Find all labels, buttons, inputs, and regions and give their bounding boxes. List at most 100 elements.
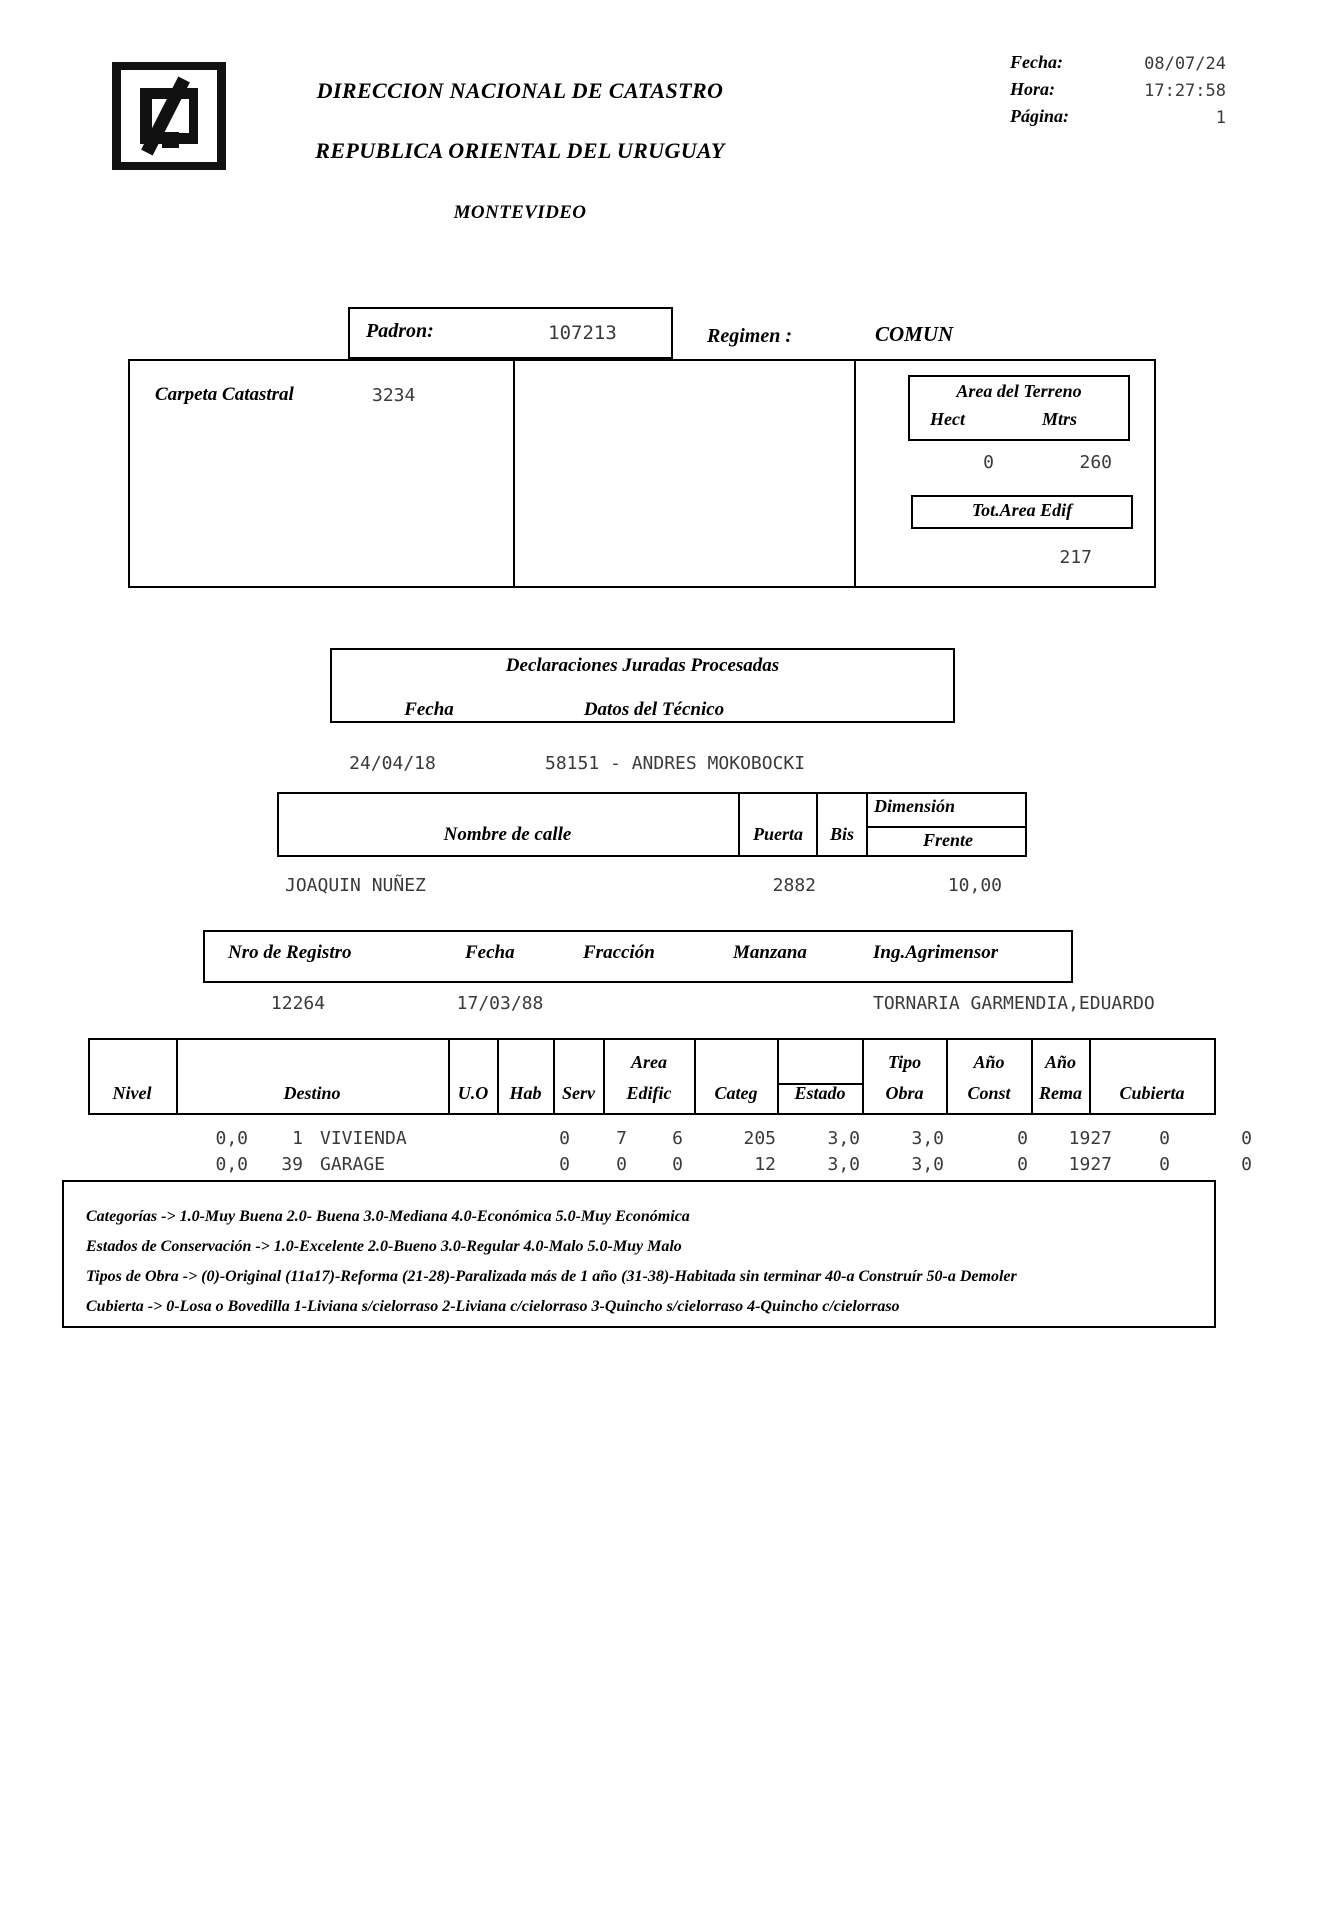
construcciones-cell-anio-rema: 0: [1159, 1128, 1170, 1149]
calle-header-bis: Bis: [829, 824, 854, 844]
construcciones-cell-uo: 0: [559, 1154, 570, 1175]
construcciones-cell-hab: 7: [616, 1128, 627, 1149]
legend-line: Estados de Conservación -> 1.0-Excelente…: [86, 1238, 682, 1255]
frame-divider-right: [854, 359, 856, 588]
calle-divider-bis: [816, 792, 818, 857]
construcciones-cell-destino: VIVIENDA: [320, 1128, 407, 1149]
construcciones-divider-11: [1089, 1038, 1091, 1115]
legend-lines: Categorías -> 1.0-Muy Buena 2.0- Buena 3…: [86, 1202, 1206, 1322]
construcciones-cell-nivel: 0,0: [215, 1154, 248, 1175]
construcciones-cell-categ: 3,0: [827, 1128, 860, 1149]
registro-header-ing-agrimensor: Ing.Agrimensor: [873, 942, 999, 963]
construcciones-cell-destino: GARAGE: [320, 1154, 386, 1175]
construcciones-header-cubierta: Cubierta: [1119, 1083, 1185, 1103]
legend-line: Cubierta -> 0-Losa o Bovedilla 1-Liviana…: [86, 1298, 900, 1315]
pagina-value: 1: [1215, 108, 1226, 128]
construcciones-header-destino: Destino: [283, 1083, 341, 1103]
construcciones-cell-anio-const: 1927: [1068, 1128, 1112, 1149]
construcciones-cell-cubierta: 0: [1241, 1154, 1252, 1175]
construcciones-header-tipo: Tipo: [887, 1052, 922, 1072]
institution-title: DIRECCION NACIONAL DE CATASTRO: [316, 78, 724, 103]
construcciones-table-frame: [88, 1038, 1216, 1115]
logo-glyph-c: [140, 76, 198, 156]
construcciones-header-estado: Estado: [778, 1083, 862, 1103]
construcciones-cell-num: 39: [281, 1154, 303, 1175]
declaraciones-row-datos-tecnico: 58151 - ANDRES MOKOBOCKI: [545, 753, 806, 774]
construcciones-cell-estado: 3,0: [911, 1128, 944, 1149]
logo-inner-frame: [121, 70, 217, 162]
construcciones-header-categ: Categ: [714, 1083, 758, 1103]
construcciones-cell-tipo-obra: 0: [1017, 1154, 1028, 1175]
area-terreno-hect-label: Hect: [930, 409, 965, 429]
construcciones-cell-nivel: 0,0: [215, 1128, 248, 1149]
calle-header-puerta: Puerta: [752, 824, 803, 844]
frame-divider-left: [513, 359, 515, 588]
registro-header-manzana: Manzana: [733, 942, 807, 963]
country-title: REPUBLICA ORIENTAL DEL URUGUAY: [315, 138, 725, 163]
construcciones-cell-uo: 0: [559, 1128, 570, 1149]
declaraciones-row-fecha: 24/04/18: [349, 753, 436, 774]
construcciones-divider-8: [862, 1038, 864, 1115]
construcciones-divider-9: [946, 1038, 948, 1115]
construcciones-header-hab: Hab: [509, 1083, 542, 1103]
construcciones-header-rema: Rema: [1039, 1083, 1082, 1103]
calle-row-nombre: JOAQUIN NUÑEZ: [285, 875, 426, 896]
construcciones-header-nivel: Nivel: [112, 1083, 152, 1103]
padron-value: 107213: [548, 322, 617, 344]
calle-header-dimension: Dimensión: [874, 796, 956, 816]
department-title: MONTEVIDEO: [453, 202, 587, 223]
meta-row-pagina: Página: 1: [1010, 106, 1270, 133]
carpeta-catastral-value: 3234: [372, 385, 416, 406]
identification-frame: [128, 359, 1156, 588]
construcciones-header-uo: U.O: [457, 1083, 489, 1103]
fecha-label: Fecha:: [1010, 52, 1063, 72]
catastro-logo: [112, 62, 226, 170]
construcciones-cell-estado: 3,0: [911, 1154, 944, 1175]
construcciones-header-edific: Edific: [626, 1083, 672, 1103]
area-terreno-title: Area del Terreno: [956, 381, 1082, 401]
construcciones-divider-6: [694, 1038, 696, 1115]
registro-row-nro: 12264: [270, 993, 326, 1014]
area-terreno-mtrs-label: Mtrs: [1042, 409, 1078, 429]
calle-divider-dimension: [866, 792, 868, 857]
hora-label: Hora:: [1010, 79, 1055, 99]
calle-table-frame: [277, 792, 1027, 857]
construcciones-divider-1: [176, 1038, 178, 1115]
construcciones-cell-area-edific: 12: [754, 1154, 776, 1175]
meta-row-fecha: Fecha: 08/07/24: [1010, 52, 1270, 79]
construcciones-cell-area-edific: 205: [743, 1128, 776, 1149]
registro-header-nro: Nro de Registro: [228, 942, 352, 963]
construcciones-cell-serv: 6: [672, 1128, 683, 1149]
construcciones-header-anio-const: Año: [973, 1052, 1005, 1072]
construcciones-header-obra: Obra: [885, 1083, 924, 1103]
fecha-value: 08/07/24: [1144, 54, 1226, 74]
calle-header-nombre: Nombre de calle: [443, 824, 572, 845]
construcciones-header-const: Const: [967, 1083, 1011, 1103]
construcciones-header-area: Area: [631, 1052, 667, 1072]
regimen-label: Regimen :: [707, 325, 792, 347]
calle-divider-dimension-horizontal: [866, 826, 1027, 828]
construcciones-divider-7: [777, 1038, 779, 1115]
pagina-label: Página:: [1010, 106, 1070, 126]
construcciones-cell-tipo-obra: 0: [1017, 1128, 1028, 1149]
regimen-value: COMUN: [875, 322, 954, 346]
declaraciones-title: Declaraciones Juradas Procesadas: [505, 655, 780, 676]
construcciones-cell-cubierta: 0: [1241, 1128, 1252, 1149]
construcciones-divider-10: [1031, 1038, 1033, 1115]
construcciones-divider-2: [448, 1038, 450, 1115]
registro-header-fraccion: Fracción: [583, 942, 655, 963]
total-area-edif-box: [911, 495, 1133, 529]
legend-line: Categorías -> 1.0-Muy Buena 2.0- Buena 3…: [86, 1208, 690, 1225]
legend-line: Tipos de Obra -> (0)-Original (11a17)-Re…: [86, 1268, 1017, 1285]
calle-divider-puerta: [738, 792, 740, 857]
registro-row-ing-agrimensor: TORNARIA GARMENDIA,EDUARDO: [873, 993, 1155, 1014]
registro-table-frame: [203, 930, 1073, 983]
total-area-edif-title: Tot.Area Edif: [971, 500, 1073, 520]
declaraciones-header-fecha: Fecha: [404, 699, 454, 720]
construcciones-header-anio-rema: Año: [1044, 1052, 1077, 1072]
area-terreno-mtrs-value: 260: [1079, 452, 1112, 473]
construcciones-cell-categ: 3,0: [827, 1154, 860, 1175]
